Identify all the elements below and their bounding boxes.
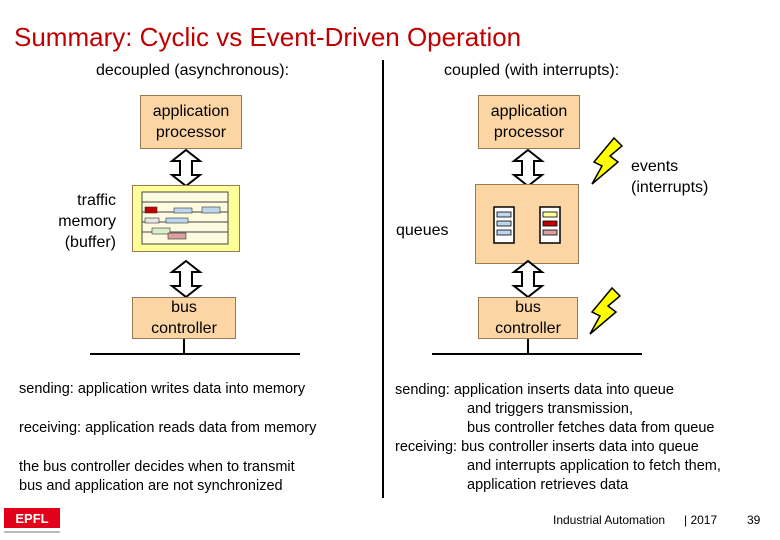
queue-icon (539, 206, 561, 244)
events-label: events (interrupts) (631, 158, 709, 196)
queue-icon (493, 206, 515, 244)
queues-label: queues (396, 222, 449, 239)
lightning-icon (589, 286, 622, 335)
left-note-receiving: receiving: application reads data from m… (19, 420, 317, 436)
traffic-memory-label: traffic memory (buffer) (58, 192, 116, 251)
column-divider (382, 60, 384, 498)
epfl-logo: EPFL (4, 508, 60, 533)
right-application-processor-box: application processor (478, 95, 580, 149)
slide-title: Summary: Cyclic vs Event-Driven Operatio… (14, 22, 522, 52)
right-bus-line (432, 353, 642, 355)
svg-text:EPFL: EPFL (15, 511, 48, 526)
left-heading: decoupled (asynchronous): (96, 62, 290, 79)
left-upper-double-arrow (169, 148, 203, 188)
right-heading: coupled (with interrupts): (444, 62, 620, 79)
right-note-triggers: and triggers transmission, (467, 401, 634, 417)
lightning-icon (591, 136, 624, 185)
right-note-fetches: bus controller fetches data from queue (467, 420, 715, 436)
left-lower-double-arrow (169, 259, 203, 299)
left-note-decides: the bus controller decides when to trans… (19, 459, 295, 475)
right-bus-controller-box: bus controller (478, 297, 578, 339)
right-note-sending: sending: application inserts data into q… (395, 382, 674, 398)
traffic-memory-cells (141, 191, 229, 245)
left-bus-controller-box: bus controller (132, 297, 236, 339)
left-bus-stub (183, 339, 185, 353)
left-application-processor-box: application processor (140, 95, 242, 149)
right-lower-double-arrow (511, 259, 545, 299)
right-note-retrieves: application retrieves data (467, 477, 629, 493)
right-note-interrupts: and interrupts application to fetch them… (467, 458, 721, 474)
right-bus-stub (527, 339, 529, 353)
right-upper-double-arrow (511, 148, 545, 188)
left-note-sending: sending: application writes data into me… (19, 381, 306, 397)
right-note-receiving: receiving: bus controller inserts data i… (395, 439, 699, 455)
footer-course: Industrial Automation (553, 513, 666, 527)
left-bus-line (90, 353, 300, 355)
left-note-not-synchronized: bus and application are not synchronized (19, 478, 283, 494)
page-number: 39 (747, 513, 761, 527)
queues-block (475, 184, 579, 264)
footer-year: | 2017 (684, 513, 718, 527)
